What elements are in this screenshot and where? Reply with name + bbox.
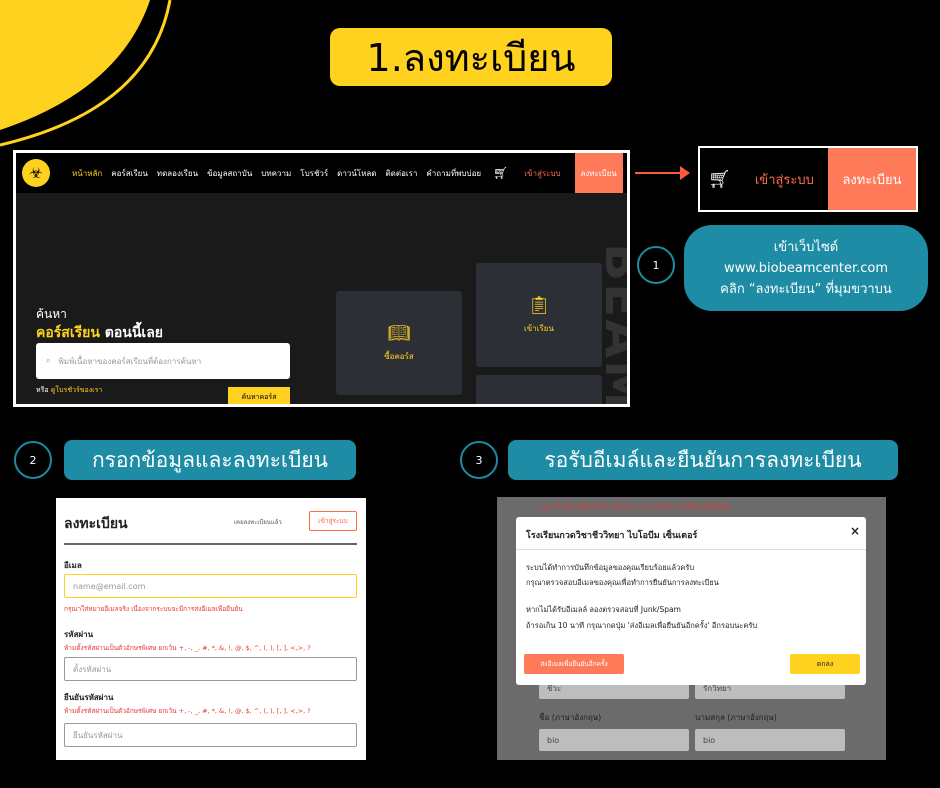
step-3-badge: 3 xyxy=(460,441,498,479)
modal-title: โรงเรียนกวดวิชาชีววิทยา ไบโอบีม เซ็นเตอร… xyxy=(526,531,698,541)
nav-item-about[interactable]: ข้อมูลสถาบัน xyxy=(207,168,253,178)
cart-icon[interactable]: 🛒︎ xyxy=(493,166,509,180)
password-field[interactable]: ตั้งรหัสผ่าน xyxy=(64,657,357,681)
confirmation-screen: กรุณาใส่หมายอีเมลจริง เนื่องจากระบบจะมีก… xyxy=(497,497,886,760)
nav-item-courses[interactable]: คอร์สเรียน xyxy=(111,168,148,178)
course-search-input[interactable]: ⌕ พิมพ์เนื้อหาของคอร์สเรียนที่ต้องการค้น… xyxy=(36,343,290,379)
extra-card xyxy=(476,375,602,404)
step-1-line-3: คลิก “ลงทะเบียน” ที่มุมขวาบน xyxy=(720,281,892,297)
lastname-en-label: นามสกุล (ภาษาอังกฤษ) xyxy=(695,713,777,722)
step-1-line-1: เข้าเว็บไซต์ xyxy=(773,239,839,255)
login-link[interactable]: เข้าสู่ระบบ xyxy=(524,168,561,178)
confirmation-modal: โรงเรียนกวดวิชาชีววิทยา ไบโอบีม เซ็นเตอร… xyxy=(516,517,866,685)
confirm-password-rule: ห้ามตั้งรหัสผ่านเป็นตัวอักษรพิเศษ ยกเว้น… xyxy=(64,707,311,715)
modal-line-4: ถ้ารอเกิน 10 นาที กรุณากดปุ่ม 'ส่งอีเมลเ… xyxy=(526,621,758,630)
resend-email-button[interactable]: ส่งอีเมลเพื่อยืนยันอีกครั้ง xyxy=(524,654,624,674)
register-button[interactable]: ลงทะเบียน xyxy=(574,153,623,193)
decorative-arc xyxy=(0,0,172,147)
arrow-line xyxy=(635,172,685,174)
step-2-heading: กรอกข้อมูลและลงทะเบียน xyxy=(64,440,356,480)
brochure-line: หรือ ดูโบรชัวร์ของเรา xyxy=(36,385,102,396)
email-error: กรุณาใส่หมายอีเมลจริง เนื่องจากระบบจะมีก… xyxy=(64,605,243,613)
or-text: หรือ xyxy=(36,386,49,394)
email-field[interactable]: name@email.com xyxy=(64,574,357,598)
step-2-badge: 2 xyxy=(14,441,52,479)
enter-class-card[interactable]: 📋︎ เข้าเรียน xyxy=(476,263,602,367)
search-placeholder: พิมพ์เนื้อหาของคอร์สเรียนที่ต้องการค้นหา xyxy=(58,356,202,366)
step-3-heading: รอรับอีเมล์และยืนยันการลงทะเบียน xyxy=(508,440,898,480)
website-screenshot: ☣ หน้าหลัก คอร์สเรียน ทดลองเรียน ข้อมูลส… xyxy=(13,150,630,407)
navbar-zoom: 🛒︎ เข้าสู่ระบบ ลงทะเบียน xyxy=(698,146,918,212)
close-icon[interactable]: × xyxy=(850,524,861,538)
enter-class-label: เข้าเรียน xyxy=(524,324,554,333)
nav-item-brochure[interactable]: โบรชัวร์ xyxy=(300,168,329,178)
already-registered-text: เคยลงทะเบียนแล้ว xyxy=(234,519,282,526)
search-icon: ⌕ xyxy=(46,356,51,365)
search-course-button[interactable]: ค้นหาคอร์ส xyxy=(228,387,290,404)
modal-line-2: กรุณาตรวจสอบอีเมลของคุณเพื่อทำการยืนยันก… xyxy=(526,578,719,587)
modal-line-1: ระบบได้ทำการบันทึกข้อมูลของคุณเรียบร้อยแ… xyxy=(526,563,695,572)
page-title: 1.ลงทะเบียน xyxy=(330,28,612,86)
nav-item-faq[interactable]: คำถามที่พบบ่อย xyxy=(426,168,482,178)
confirm-password-label: ยืนยันรหัสผ่าน xyxy=(64,693,114,702)
modal-line-3: หากไม่ได้รับอีเมลล์ ลองตรวจสอบที่ Junk/S… xyxy=(526,605,681,614)
step-1-instructions: เข้าเว็บไซต์ www.biobeamcenter.com คลิก … xyxy=(684,225,928,311)
arrow-head-icon xyxy=(680,166,690,180)
site-navbar: ☣ หน้าหลัก คอร์สเรียน ทดลองเรียน ข้อมูลส… xyxy=(16,153,627,193)
form-login-button[interactable]: เข้าสู่ระบบ xyxy=(309,511,357,531)
cart-icon[interactable]: 🛒︎ xyxy=(708,168,731,190)
hero-title: คอร์สเรียน ตอนนี้เลย xyxy=(36,322,163,344)
buy-course-label: ซื้อคอร์ส xyxy=(384,352,414,361)
ok-button[interactable]: ตกลง xyxy=(790,654,860,674)
nav-item-trial[interactable]: ทดลองเรียน xyxy=(156,168,199,178)
hero-subtitle: ค้นหา xyxy=(36,307,67,321)
step-1-line-2: www.biobeamcenter.com xyxy=(723,260,889,276)
email-label: อีเมล xyxy=(64,561,82,570)
hero-title-highlight: คอร์สเรียน xyxy=(36,325,100,341)
divider xyxy=(64,543,357,545)
firstname-en-field: bio xyxy=(539,729,689,751)
nav-item-home[interactable]: หน้าหลัก xyxy=(72,168,103,178)
modal-divider xyxy=(516,549,866,550)
beam-watermark: BEAM xyxy=(594,243,630,407)
step-1-badge: 1 xyxy=(637,246,675,284)
firstname-en-label: ชื่อ (ภาษาอังกฤษ) xyxy=(539,713,602,722)
password-rule: ห้ามตั้งรหัสผ่านเป็นตัวอักษรพิเศษ ยกเว้น… xyxy=(64,644,311,652)
form-title: ลงทะเบียน xyxy=(64,516,128,532)
nav-item-download[interactable]: ดาวน์โหลด xyxy=(337,168,377,178)
confirm-password-field[interactable]: ยืนยันรหัสผ่าน xyxy=(64,723,357,747)
lastname-en-field: bio xyxy=(695,729,845,751)
password-label: รหัสผ่าน xyxy=(64,630,94,639)
book-icon: 📖︎ xyxy=(387,323,411,344)
background-error-text: กรุณาใส่หมายอีเมลจริง เนื่องจากระบบจะมีก… xyxy=(539,503,732,511)
buy-course-card[interactable]: 📖︎ ซื้อคอร์ส xyxy=(336,291,462,395)
registration-form: ลงทะเบียน เคยลงทะเบียนแล้ว เข้าสู่ระบบ อ… xyxy=(56,498,366,760)
brochure-link[interactable]: ดูโบรชัวร์ของเรา xyxy=(50,386,103,394)
nav-item-contact[interactable]: ติดต่อเรา xyxy=(385,168,418,178)
nav-item-articles[interactable]: บทความ xyxy=(261,168,292,178)
biohazard-logo-icon[interactable]: ☣ xyxy=(22,159,50,187)
nav-menu: หน้าหลัก คอร์สเรียน ทดลองเรียน ข้อมูลสถา… xyxy=(72,167,481,180)
login-link-zoom[interactable]: เข้าสู่ระบบ xyxy=(754,172,814,188)
hero-title-rest: ตอนนี้เลย xyxy=(99,325,164,341)
register-button-zoom[interactable]: ลงทะเบียน xyxy=(828,148,916,210)
clipboard-icon: 📋︎ xyxy=(527,295,551,316)
